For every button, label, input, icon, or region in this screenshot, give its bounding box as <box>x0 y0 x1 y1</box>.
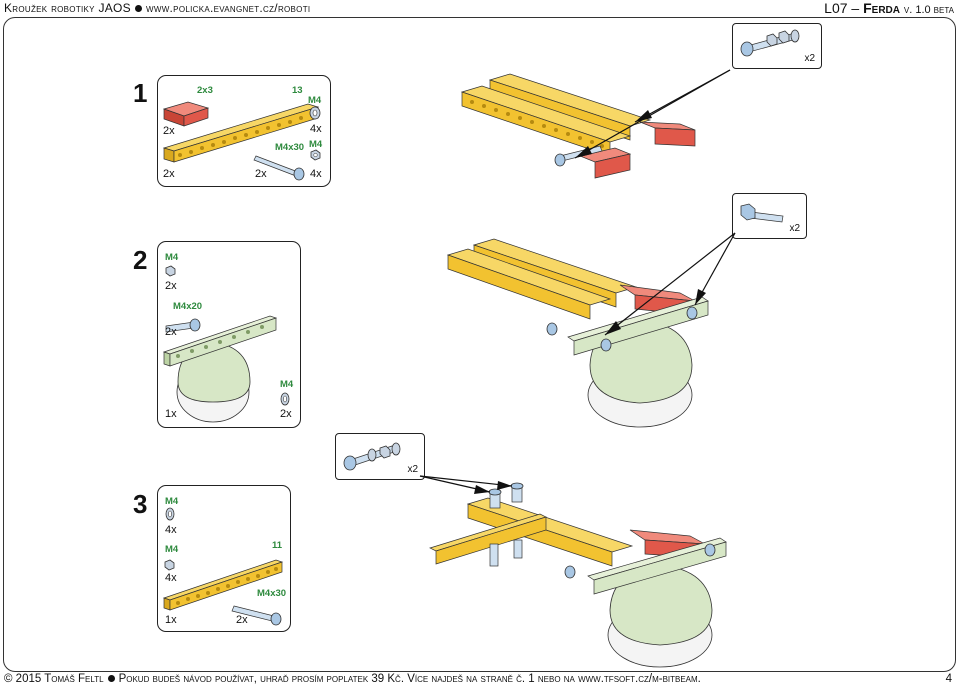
bolt-nut-assembly-icon <box>740 29 800 57</box>
part-qty-bolt: 2x <box>255 168 267 180</box>
callout-qty: x2 <box>804 53 815 64</box>
step1-parts-panel: 2x3 2x 13 2x M4 4x M4x30 2x M4 4x <box>157 75 331 187</box>
step3-parts-panel: M4 4x M4 4x 11 1x M4x30 2x <box>157 485 291 632</box>
bolt-m4x30-head <box>270 612 282 626</box>
page-frame <box>3 17 956 672</box>
step-number-2: 2 <box>133 245 148 275</box>
header-left: Kroužek robotiky JAOS www.policka.evangne… <box>4 1 310 15</box>
header-right: L07 – Ferda v. 1.0 beta <box>824 0 954 16</box>
step-number-1: 1 <box>133 78 148 108</box>
bolt-m4x20-head <box>189 318 201 332</box>
fee-notice: Pokud budeš návod používat, uhraď prosím… <box>118 673 701 685</box>
part-code-nut: M4 <box>165 544 179 555</box>
step2-assembly-drawing <box>446 232 736 428</box>
nut-icon <box>164 559 175 571</box>
step-number-3: 3 <box>133 489 148 519</box>
club-title: Kroužek robotiky JAOS <box>4 1 131 15</box>
page-footer: © 2015 Tomáš Feltl Pokud budeš návod použ… <box>4 673 956 685</box>
part-qty-nut: 4x <box>165 572 177 584</box>
part-code-nut: M4 <box>165 252 179 263</box>
step1-assembly-drawing <box>460 69 731 179</box>
bolt-nut-assembly-icon <box>343 442 401 471</box>
part-code-bolt: M4x30 <box>257 588 287 599</box>
bolt-icon <box>740 203 784 223</box>
step3-parts-drawing <box>162 507 284 626</box>
part-code-bolt: M4x20 <box>173 301 203 312</box>
part-qty-bolt: 2x <box>165 326 177 338</box>
bullet-icon <box>107 675 115 683</box>
part-qty-beam13: 2x <box>163 168 175 180</box>
part-qty-2x3: 2x <box>163 125 175 137</box>
step2-parts-panel: M4 2x M4x20 2x 1x M4 2x <box>157 241 301 428</box>
part-qty-washer: 4x <box>310 123 322 135</box>
part-qty-wheel: 1x <box>165 408 177 420</box>
part-qty-bolt: 2x <box>236 614 248 626</box>
step1-callout: x2 <box>732 23 822 69</box>
part-code-washer: M4 <box>165 496 179 507</box>
yellow-beam-13-holes <box>178 113 314 157</box>
page-header: Kroužek robotiky JAOS www.policka.evangne… <box>0 0 960 16</box>
step3-callout: x2 <box>335 433 425 480</box>
step2-callout: x2 <box>732 193 807 239</box>
part-qty-nut: 2x <box>165 280 177 292</box>
part-qty-washer: 4x <box>165 524 177 536</box>
model-name: Ferda <box>863 0 900 16</box>
part-code-2x3: 2x3 <box>197 85 213 96</box>
part-qty-beam11: 1x <box>165 614 177 626</box>
part-code-washer: M4 <box>308 95 322 106</box>
part-code-beam13: 13 <box>292 85 303 96</box>
step1-parts-drawing <box>162 101 321 181</box>
bullet-icon <box>135 5 142 13</box>
part-code-bolt: M4x30 <box>275 142 305 153</box>
bolt-m4x30-head <box>293 167 305 181</box>
page-number: 4 <box>945 673 952 685</box>
red-beam-2x3-front <box>183 107 209 127</box>
part-qty-nut: 4x <box>310 168 322 180</box>
step2-parts-drawing <box>162 265 290 423</box>
nut-icon <box>165 265 176 277</box>
part-qty-washer: 2x <box>280 408 292 420</box>
club-url: www.policka.evangnet.cz/roboti <box>146 1 311 15</box>
step3-assembly-drawing <box>419 475 727 668</box>
part-code-nut: M4 <box>309 139 323 150</box>
callout-qty: x2 <box>789 223 800 234</box>
model-code: L07 – <box>824 0 860 16</box>
callout-qty: x2 <box>407 464 418 475</box>
part-code-washer: M4 <box>280 379 294 390</box>
version: v. 1.0 beta <box>903 4 954 16</box>
part-code-beam11: 11 <box>272 540 283 551</box>
green-beam <box>169 317 277 367</box>
copyright: © 2015 Tomáš Feltl <box>4 673 104 685</box>
